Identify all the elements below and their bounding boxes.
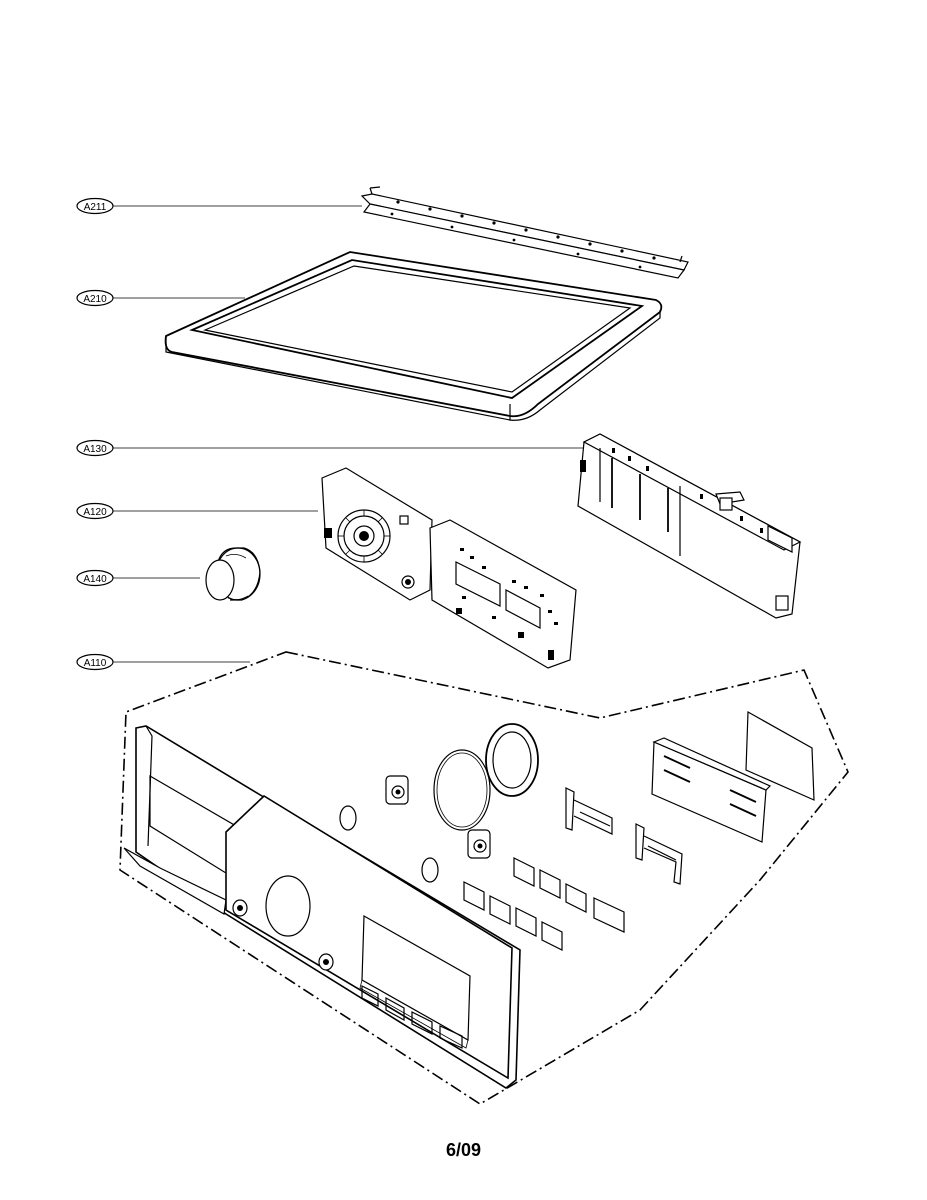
- callout-a140[interactable]: A140: [76, 569, 200, 587]
- part-a211-bracket: [360, 186, 689, 279]
- callout-a211-label: A211: [84, 202, 107, 213]
- callout-a130[interactable]: A130: [76, 439, 588, 457]
- clip-right: [635, 823, 683, 885]
- key-strip-upper: [513, 857, 625, 933]
- callout-a120-label: A120: [83, 507, 107, 518]
- callout-a210[interactable]: A210: [76, 289, 245, 307]
- callout-a110[interactable]: A110: [76, 653, 250, 671]
- clip-left: [565, 787, 613, 835]
- callout-a211[interactable]: A211: [76, 197, 362, 215]
- callout-a140-label: A140: [83, 574, 107, 585]
- callout-a210-label: A210: [83, 294, 107, 305]
- key-strip-lower: [463, 881, 563, 951]
- page-number: 6/09: [445, 1140, 482, 1160]
- part-a140-knob: [205, 547, 261, 601]
- callout-a120[interactable]: A120: [76, 502, 318, 520]
- part-a120-display-board: [321, 467, 577, 669]
- part-a110-control-panel-group: [119, 651, 849, 1105]
- callout-a130-label: A130: [83, 444, 107, 455]
- callout-a110-label: A110: [84, 658, 107, 669]
- part-a130-control-board: [577, 433, 802, 619]
- part-a210-top-frame: [164, 251, 663, 421]
